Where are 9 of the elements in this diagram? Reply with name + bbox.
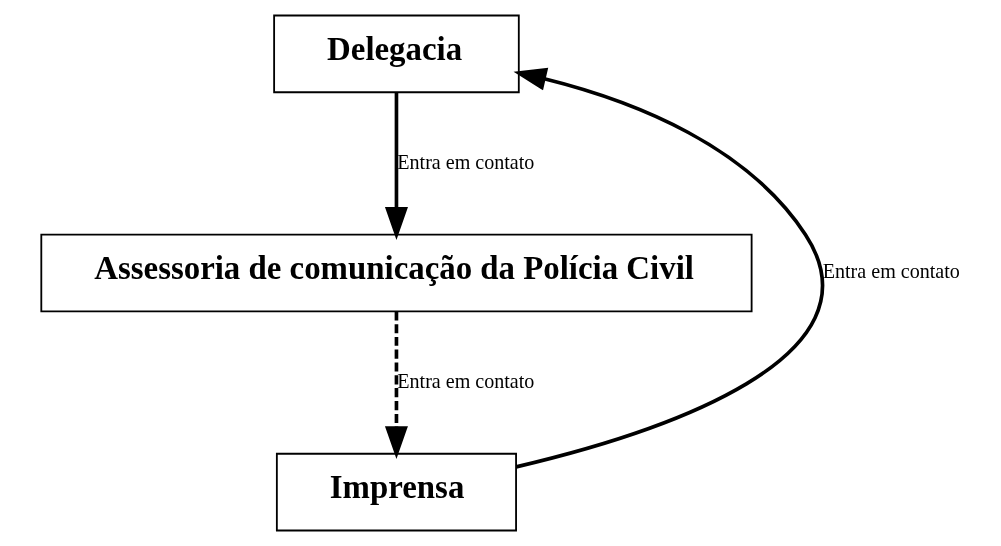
arrow xyxy=(384,92,408,240)
arrow xyxy=(384,311,408,460)
node-box: Assessoria de comunicação da Polícia Civil xyxy=(39,233,753,313)
arrow xyxy=(513,67,824,469)
node-box: Imprensa xyxy=(275,452,517,532)
node-box: Delegacia xyxy=(272,14,520,94)
edge-label: Entra em contato xyxy=(396,150,534,173)
edge-label: Entra em contato xyxy=(396,369,534,392)
edge-label: Entra em contato xyxy=(822,260,960,283)
